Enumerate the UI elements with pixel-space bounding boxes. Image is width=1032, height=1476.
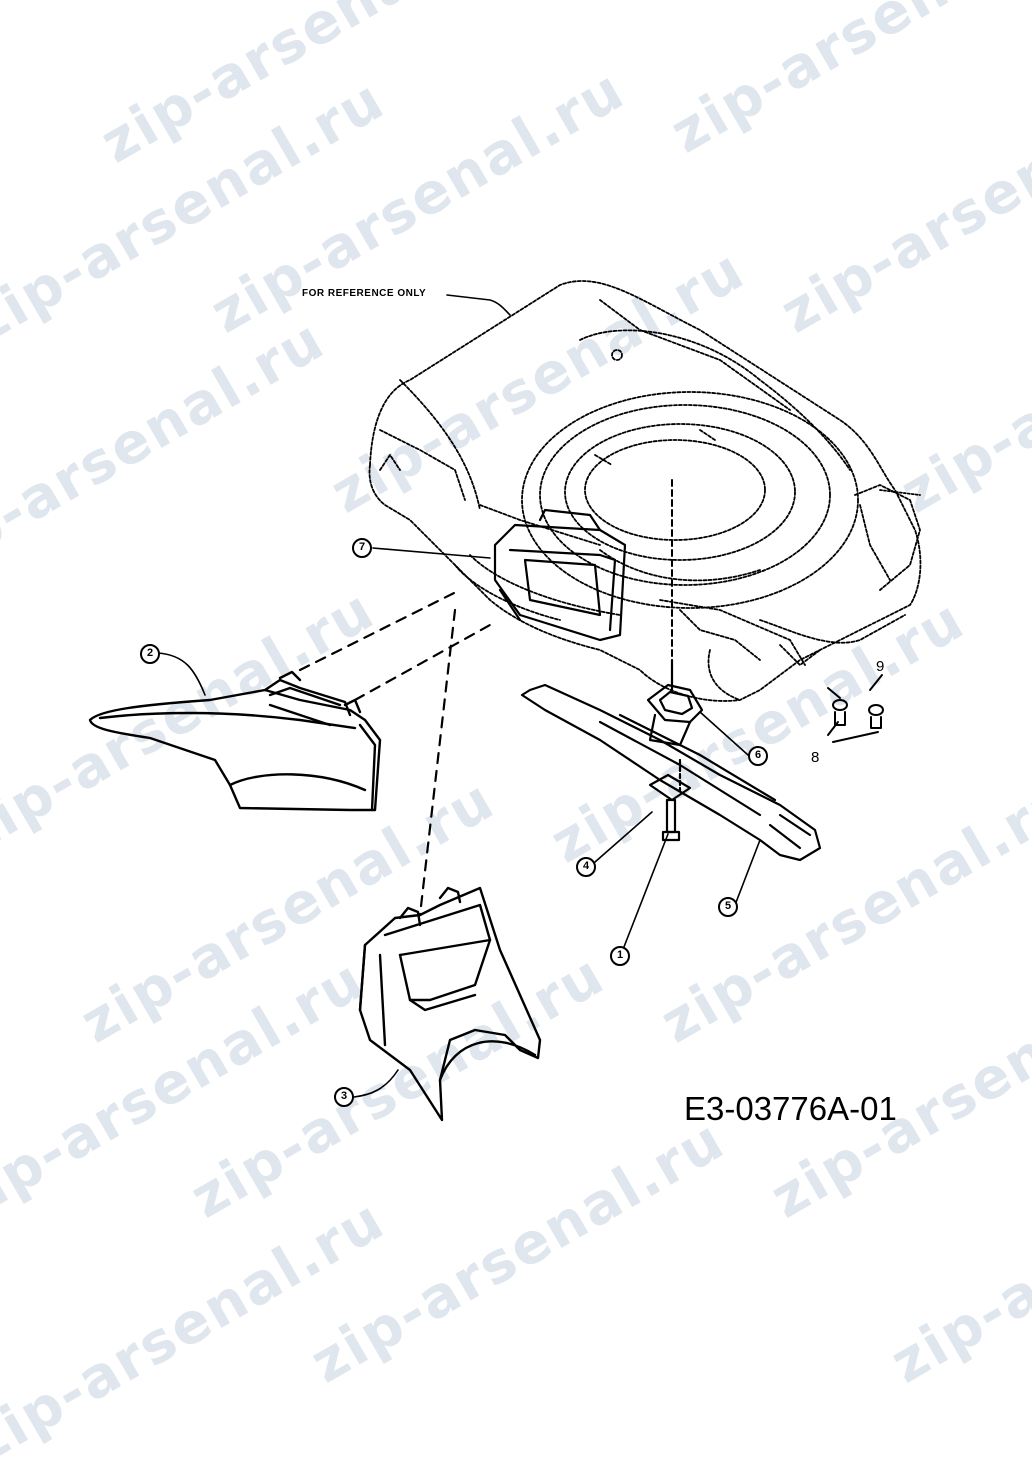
plain-number-9: 9 xyxy=(876,658,885,675)
reference-label: FOR REFERENCE ONLY xyxy=(302,288,427,299)
hardware xyxy=(827,674,884,743)
callout-3: 3 xyxy=(334,1087,354,1107)
callout-5: 5 xyxy=(718,897,738,917)
parts-diagram xyxy=(88,280,922,1122)
blade-bolt xyxy=(648,758,692,842)
leader-lines xyxy=(157,294,761,1098)
mower-deck xyxy=(368,280,922,702)
side-discharge-chute xyxy=(88,670,382,812)
callout-7: 7 xyxy=(352,538,372,558)
callout-2: 2 xyxy=(140,644,160,664)
chute-plug xyxy=(358,886,542,1122)
plain-number-8: 8 xyxy=(811,749,820,766)
callout-1: 1 xyxy=(610,946,630,966)
callout-4: 4 xyxy=(576,857,596,877)
rear-flap xyxy=(493,508,627,642)
drawing-code: E3-03776A-01 xyxy=(684,1090,897,1127)
assembly-lines xyxy=(298,588,492,917)
callout-6: 6 xyxy=(748,746,768,766)
blade-adapter xyxy=(646,658,704,747)
